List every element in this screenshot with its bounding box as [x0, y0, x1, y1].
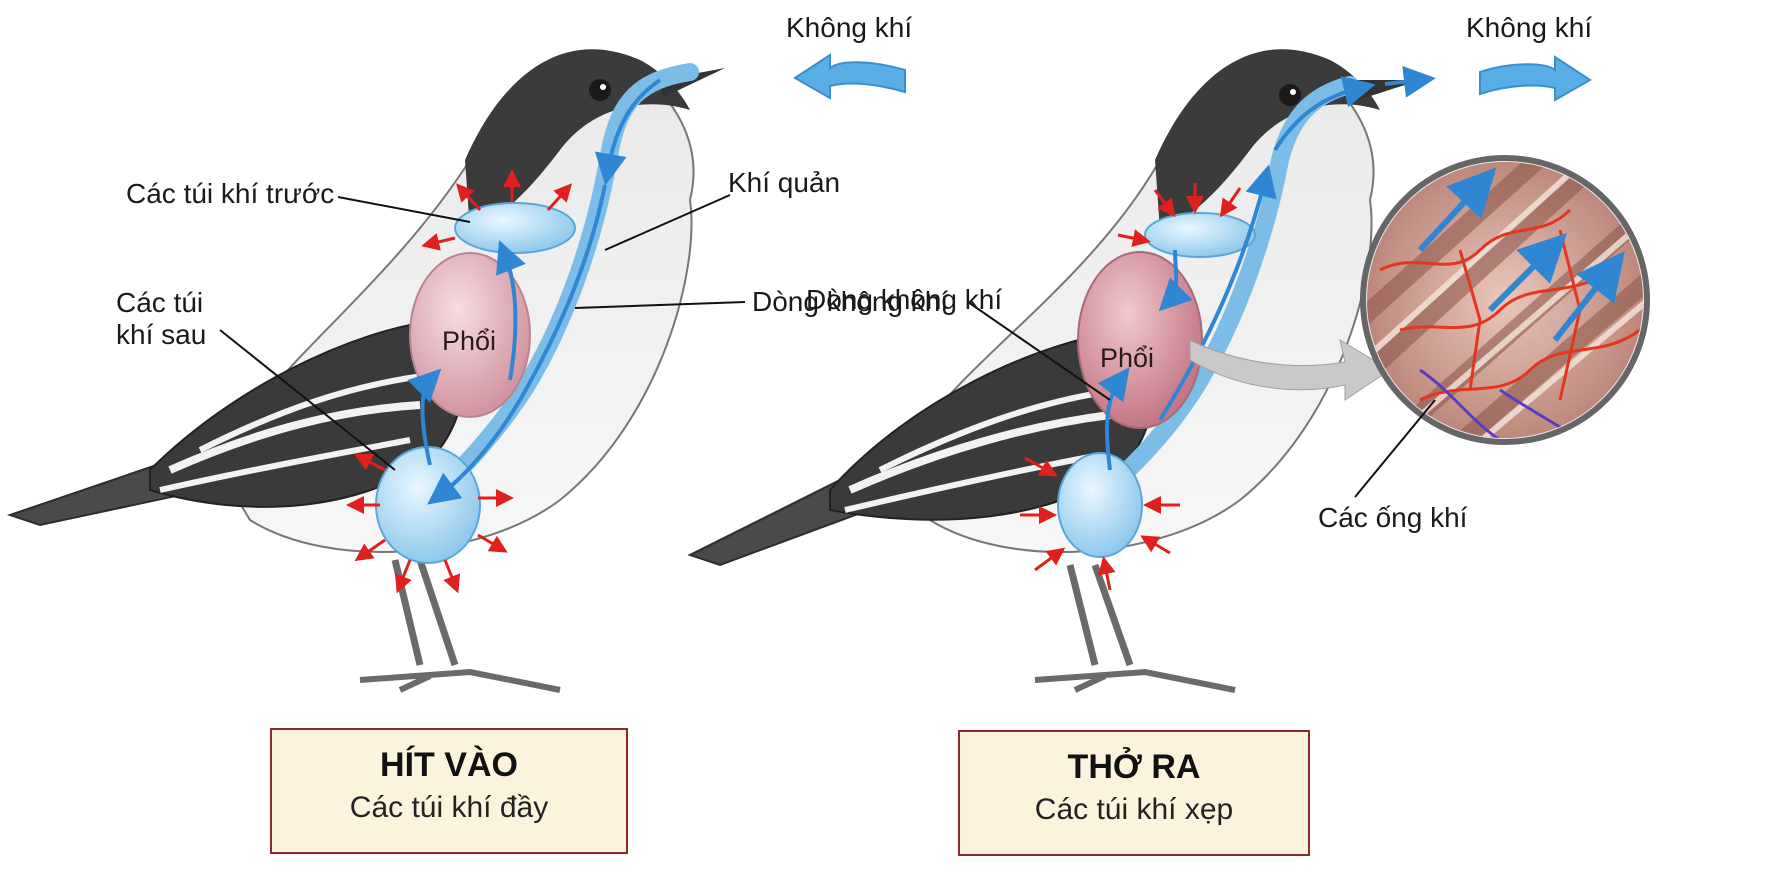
air-in-arrow [793, 53, 906, 100]
respiratory-system-exhale [1020, 65, 1436, 591]
caption-inhale-subtitle: Các túi khí đầy [349, 791, 549, 824]
label-air-exhale: Không khí [1466, 12, 1593, 43]
leader-lines-exhale [967, 301, 1436, 498]
label-lung-exhale: Phổi [1100, 343, 1155, 373]
label-airflow: Dòng không khí [752, 286, 949, 317]
label-posterior-line1: Các túi [116, 287, 204, 318]
caption-inhale: HÍT VÀO Các túi khí đầy [270, 728, 628, 854]
label-posterior-line2: khí sau [116, 319, 207, 351]
label-anterior-air-sacs: Các túi khí trước [126, 178, 335, 209]
zoom-connector-arrow [1189, 338, 1391, 401]
label-airflow-exhale: Dòng không khí [806, 284, 1003, 315]
caption-inhale-title: HÍT VÀO [380, 746, 518, 784]
label-parabronchi: Các ống khí [1318, 502, 1468, 533]
caption-exhale: THỞ RA Các túi khí xẹp [958, 730, 1310, 856]
air-out-arrow [1479, 55, 1592, 102]
label-air-inhale: Không khí [786, 12, 913, 43]
caption-exhale-title: THỞ RA [1067, 748, 1201, 786]
label-trachea: Khí quản [728, 167, 841, 198]
label-lung-inhale: Phổi [442, 326, 497, 356]
leader-lines-inhale [219, 194, 746, 471]
respiratory-system-inhale [346, 63, 699, 594]
label-posterior-air-sacs: Các túi khí sau [116, 287, 206, 351]
caption-exhale-subtitle: Các túi khí xẹp [1034, 793, 1234, 826]
parabronchi-zoom [1360, 155, 1650, 445]
